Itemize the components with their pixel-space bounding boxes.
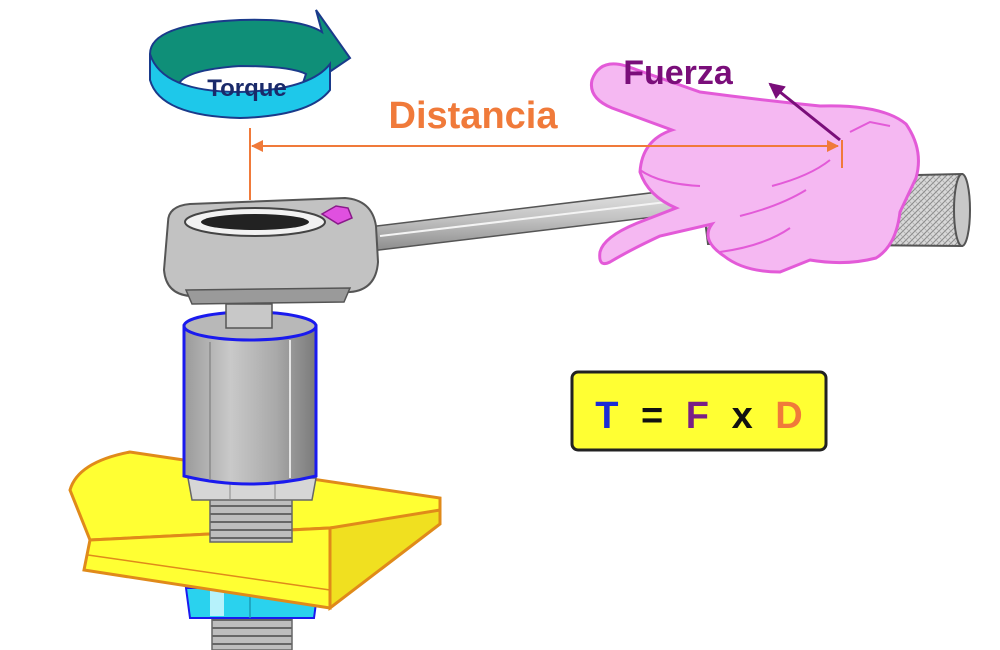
force-arrow	[768, 82, 841, 142]
formula-box: T = F x D	[570, 370, 828, 452]
socket	[182, 303, 318, 486]
hand	[589, 62, 920, 274]
torque-label: Torque	[207, 75, 287, 102]
formula-f: F	[686, 395, 709, 437]
force-label: Fuerza	[623, 54, 734, 92]
torque-arrow-icon	[148, 9, 352, 120]
formula-t: T	[595, 395, 618, 437]
svg-text:T = F x: T = F x D	[595, 395, 802, 437]
distance-label: Distancia	[389, 95, 559, 137]
formula-times: x	[732, 395, 753, 437]
formula-equals: =	[641, 395, 663, 437]
bolt-upper	[187, 477, 317, 543]
formula-d: D	[775, 395, 802, 437]
